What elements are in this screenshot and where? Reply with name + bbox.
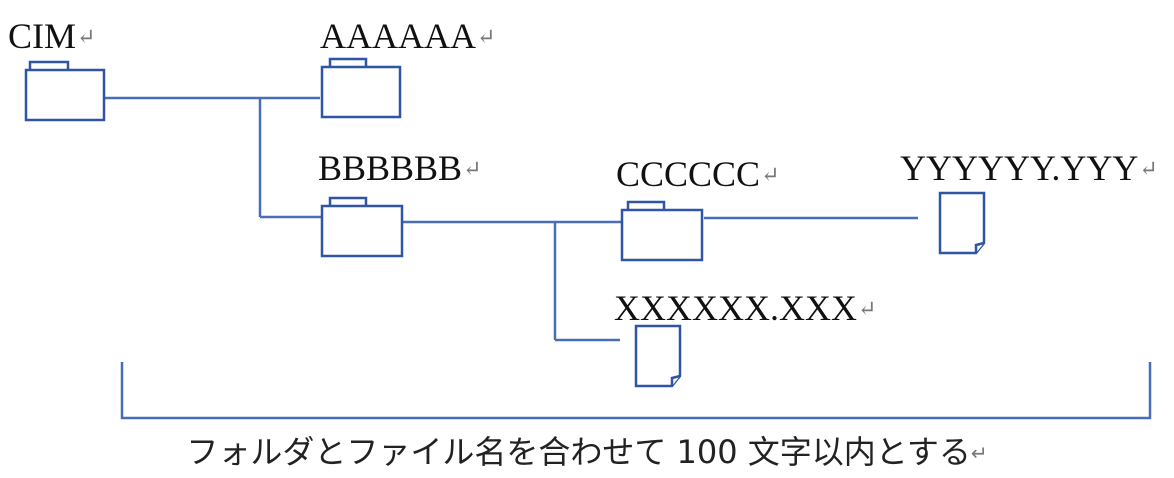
folder-icon-cccccc [620, 200, 704, 262]
folder-label-cccccc: CCCCCC↵ [616, 154, 780, 194]
length-limit-caption: フォルダとファイル名を合わせて 100 文字以内とする↵ [186, 433, 988, 471]
file-icon-yyyyyy [938, 191, 986, 255]
folder-icon-aaaaaa [320, 57, 402, 119]
folder-label-aaaaaa: AAAAAA↵ [320, 16, 496, 56]
file-label-xxxxxx: XXXXXX.XXX↵ [614, 288, 877, 328]
folder-icon-cim [24, 60, 106, 122]
folder-label-bbbbbb: BBBBBB↵ [318, 148, 482, 188]
folder-label-cim: CIM↵ [8, 16, 96, 56]
file-icon-xxxxxx [634, 324, 682, 388]
scope-bracket [120, 362, 1152, 420]
folder-icon-bbbbbb [320, 196, 404, 258]
file-label-yyyyyy: YYYYYY.YYY↵ [900, 148, 1158, 188]
